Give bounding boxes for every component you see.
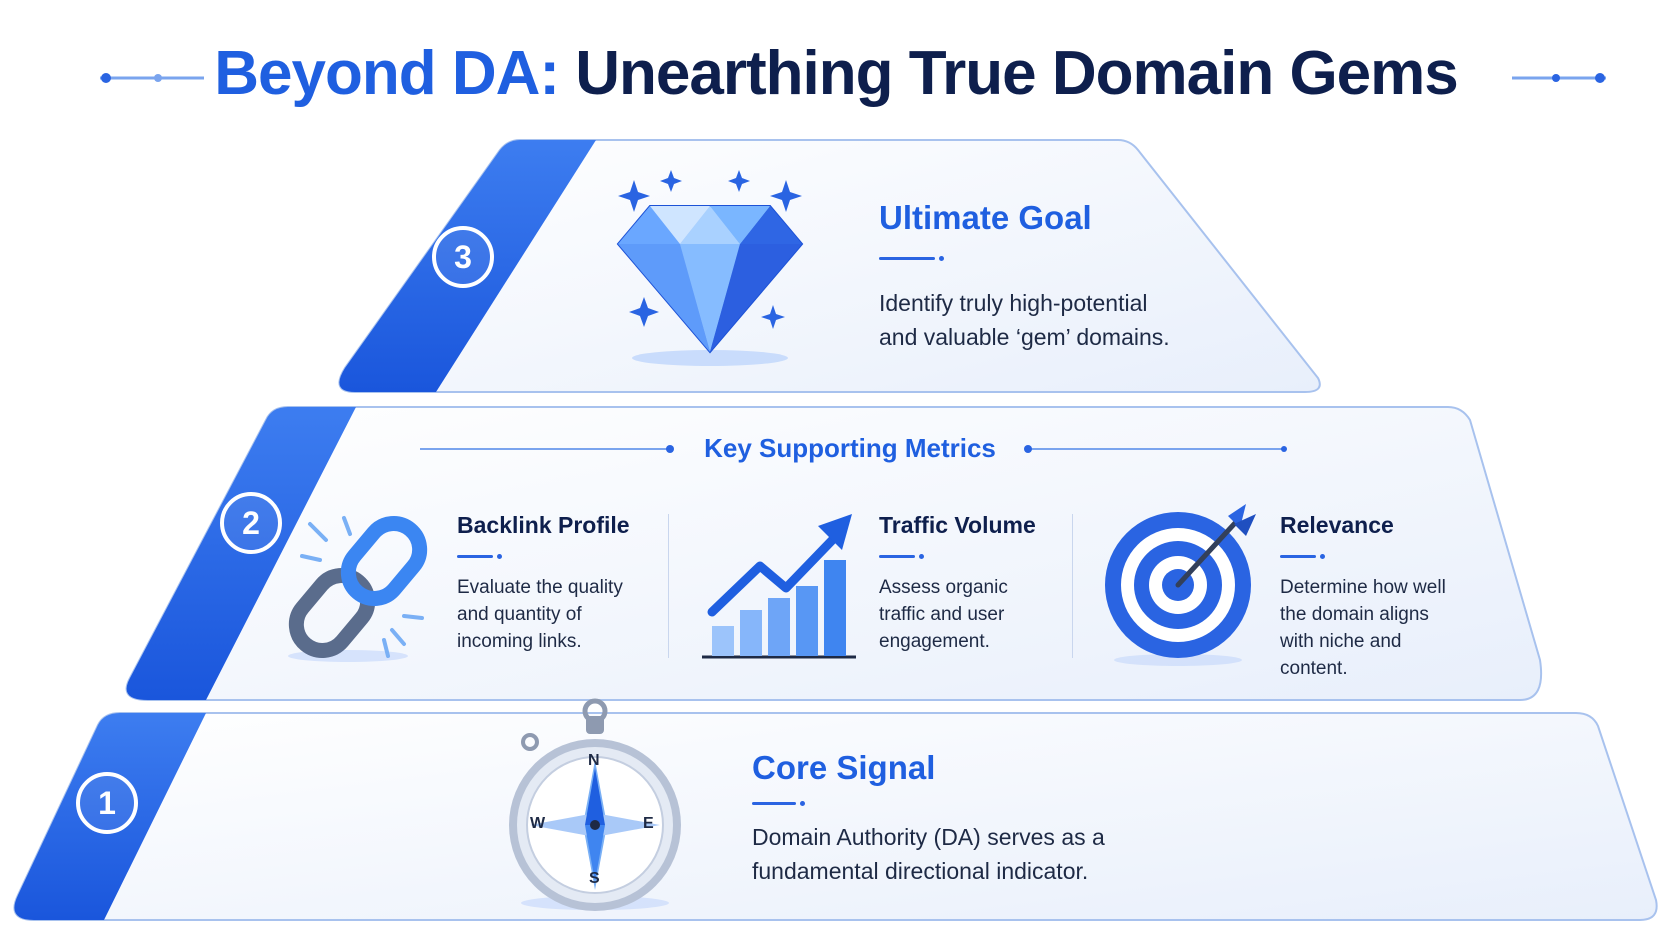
tier-1-text-line-1: Domain Authority (DA) serves as a — [752, 824, 1105, 850]
tier-3-heading: Ultimate Goal — [879, 199, 1092, 236]
growth-chart-icon — [702, 514, 856, 659]
page-title: Beyond DA: Unearthing True Domain Gems — [0, 34, 1672, 114]
compass-label-east: E — [643, 815, 654, 832]
metric-text-relevance: Determine how well the domain aligns wit… — [1280, 574, 1446, 682]
metric-text-line: the domain aligns — [1280, 604, 1429, 625]
tier-1-text: Domain Authority (DA) serves as a fundam… — [752, 820, 1105, 888]
title-main: Unearthing True Domain Gems — [575, 39, 1459, 108]
metric-heading-traffic: Traffic Volume — [879, 512, 1036, 538]
metric-text-backlink: Evaluate the quality and quantity of inc… — [457, 574, 623, 655]
tier-2-number-badge: 2 — [220, 492, 282, 554]
metric-heading-relevance: Relevance — [1280, 512, 1394, 538]
tier-3-text-line-1: Identify truly high-potential — [879, 290, 1148, 316]
metric-text-line: with niche and — [1280, 631, 1402, 652]
tier-3-underline — [879, 256, 944, 261]
metric-text-line: and quantity of — [457, 604, 582, 625]
tier-3-text-line-2: and valuable ‘gem’ domains. — [879, 324, 1170, 350]
metric-divider — [668, 514, 669, 658]
metric-divider — [1072, 514, 1073, 658]
section-title: Key Supporting Metrics — [704, 433, 996, 463]
target-icon — [1105, 504, 1256, 666]
chain-link-icon — [288, 516, 428, 662]
compass-icon — [509, 698, 681, 911]
compass-label-west: W — [530, 815, 546, 832]
tier-3-text: Identify truly high-potential and valuab… — [879, 286, 1170, 354]
metric-underline — [457, 554, 502, 559]
metric-underline — [879, 554, 924, 559]
metric-text-line: traffic and user — [879, 604, 1005, 625]
diamond-icon — [616, 170, 804, 366]
metric-heading-backlink: Backlink Profile — [457, 512, 630, 538]
tier-1-underline — [752, 801, 805, 806]
metric-text-line: incoming links. — [457, 631, 582, 652]
metric-text-line: content. — [1280, 658, 1348, 679]
metric-text-line: engagement. — [879, 631, 990, 652]
section-title-lines — [420, 445, 1287, 453]
metric-text-line: Determine how well — [1280, 577, 1446, 598]
metric-text-line: Evaluate the quality — [457, 577, 623, 598]
tier-1-number-badge: 1 — [76, 772, 138, 834]
metric-text-traffic: Assess organic traffic and user engageme… — [879, 574, 1008, 655]
title-decoration-right — [1512, 73, 1606, 83]
tier-1-panel — [13, 712, 1658, 921]
metric-text-line: Assess organic — [879, 577, 1008, 598]
compass-label-north: N — [588, 752, 600, 769]
compass-label-south: S — [589, 870, 600, 887]
metric-underline — [1280, 554, 1325, 559]
tier-1-heading: Core Signal — [752, 749, 936, 786]
tier-3-number-badge: 3 — [432, 226, 494, 288]
title-accent: Beyond DA: — [214, 39, 560, 108]
tier-1-text-line-2: fundamental directional indicator. — [752, 858, 1089, 884]
title-decoration-left — [100, 73, 204, 83]
